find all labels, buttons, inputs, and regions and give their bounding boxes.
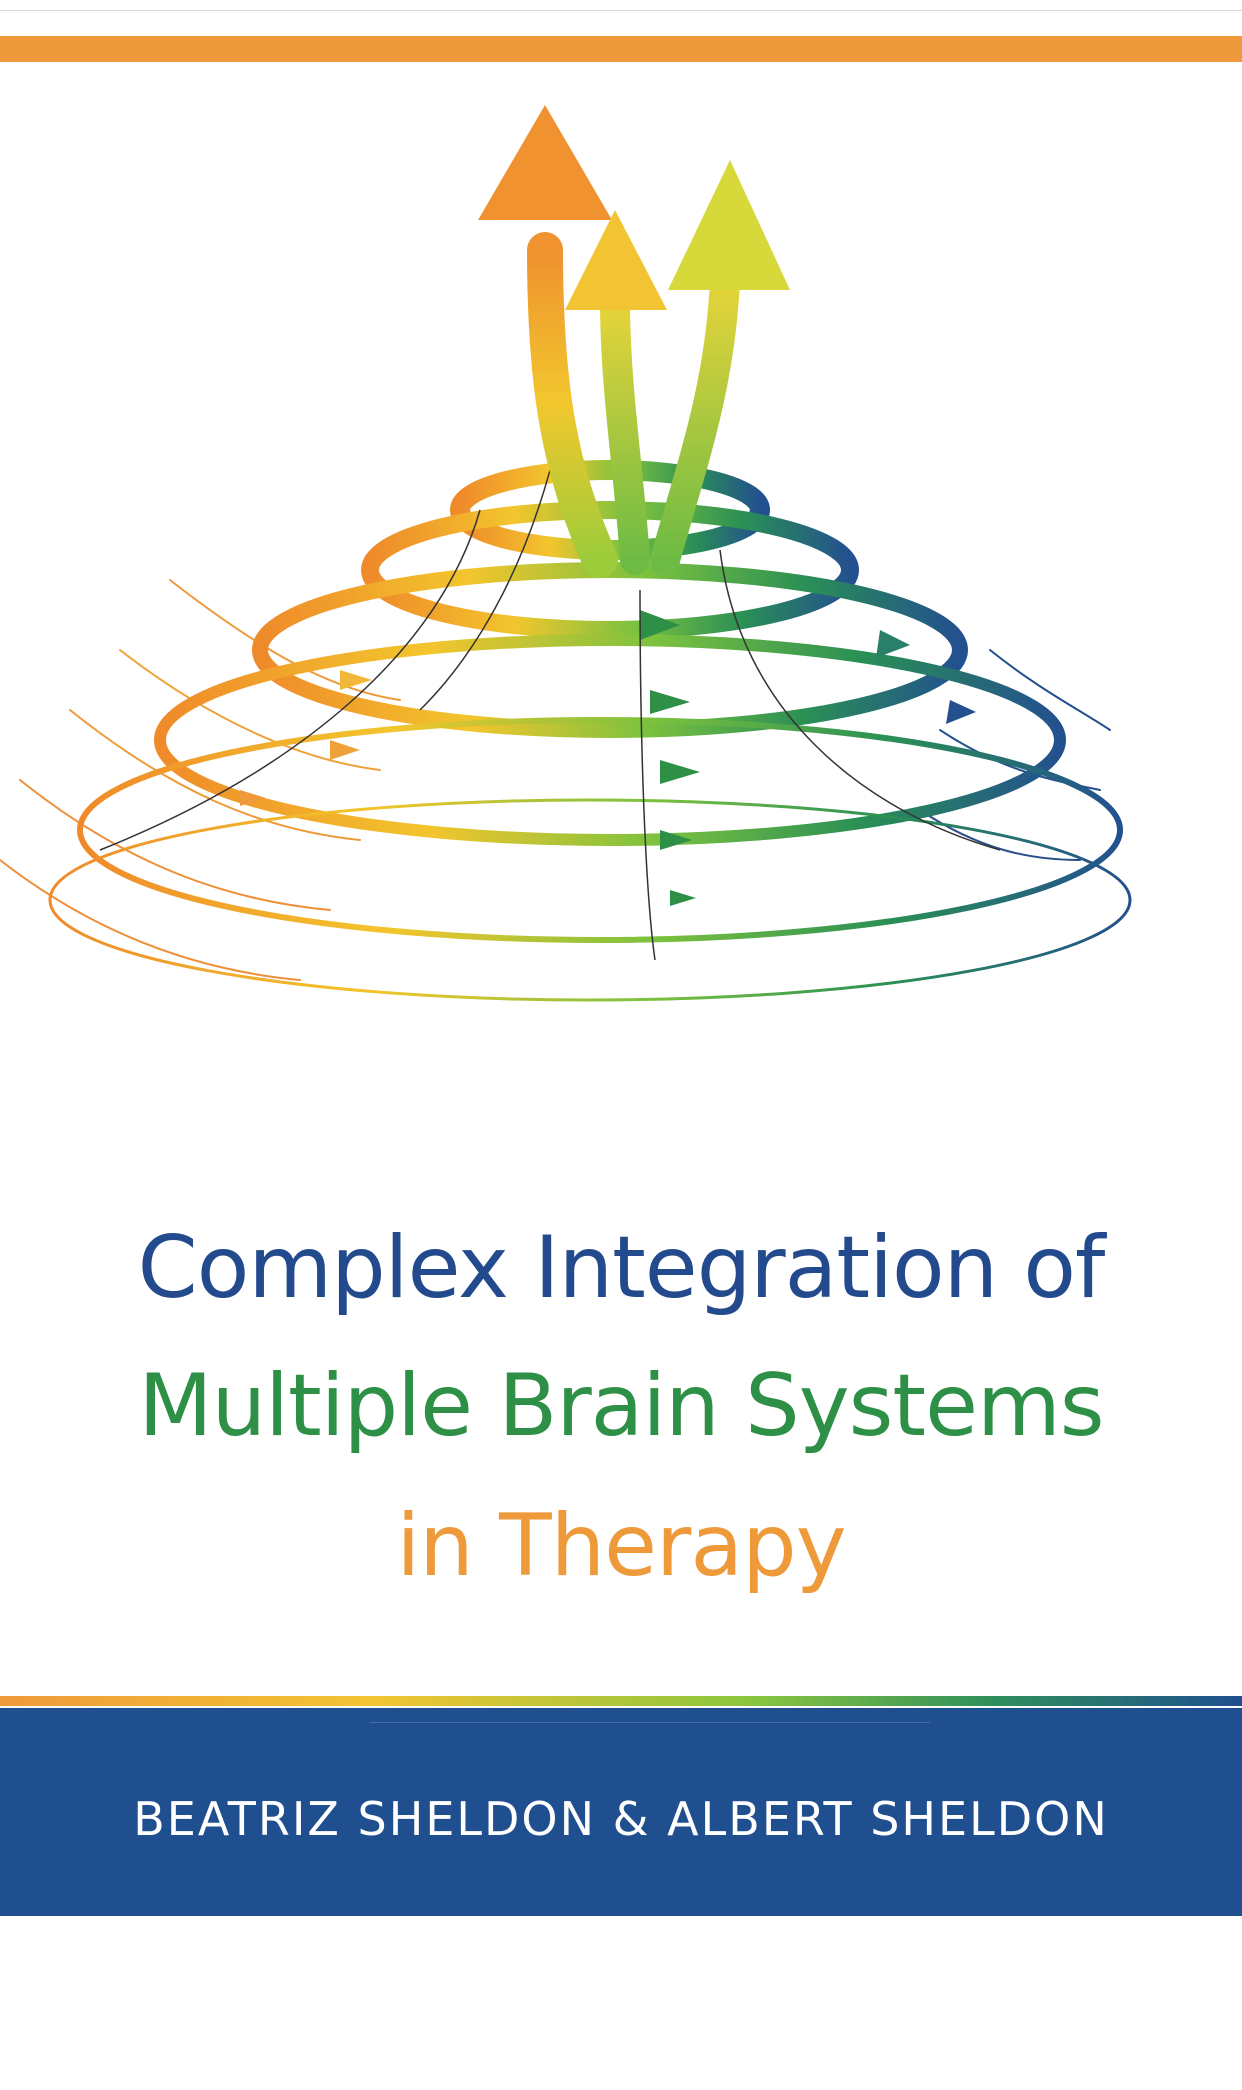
top-divider <box>0 10 1242 11</box>
title-block: Complex Integration of Multiple Brain Sy… <box>0 1225 1242 1589</box>
gradient-divider <box>0 1696 1242 1706</box>
title-line-1: Complex Integration of <box>137 1218 1106 1318</box>
author-band: BEATRIZ SHELDON & ALBERT SHELDON <box>0 1708 1242 1916</box>
authors: BEATRIZ SHELDON & ALBERT SHELDON <box>133 1792 1109 1846</box>
spiral-arrows-illustration <box>0 105 1132 1002</box>
thin-arcs <box>0 579 1111 981</box>
up-arrowheads <box>478 105 790 310</box>
thin-meridians <box>99 429 1001 961</box>
spiral-rings <box>48 460 1132 1002</box>
title-line-3: in Therapy <box>396 1496 846 1596</box>
band-highlight-line <box>370 1722 930 1723</box>
small-arrowheads <box>240 610 976 906</box>
upward-stems <box>527 232 740 578</box>
top-orange-bar <box>0 36 1242 62</box>
title-line-2: Multiple Brain Systems <box>138 1356 1104 1456</box>
